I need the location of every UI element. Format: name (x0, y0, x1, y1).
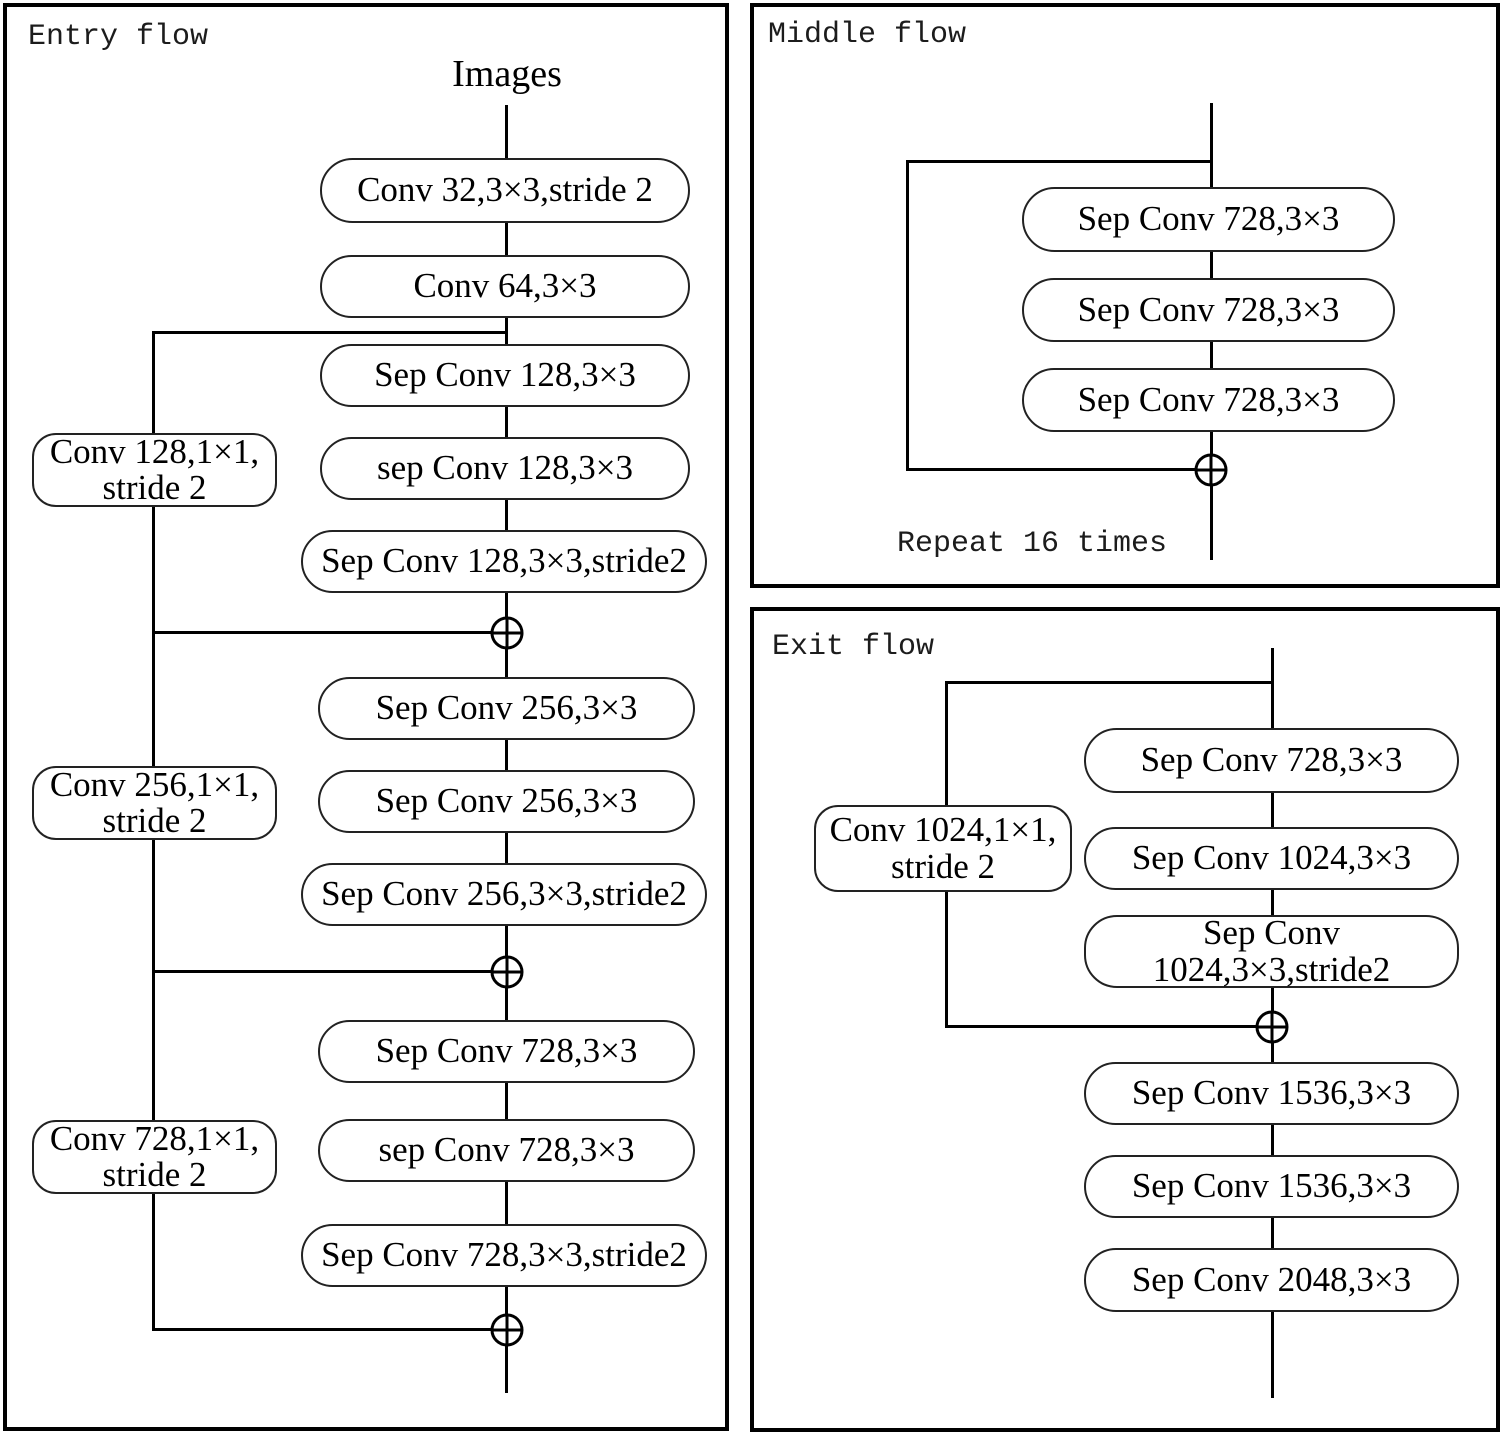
middle-sepconv728-box-3: Sep Conv 728,3×3 (1022, 368, 1395, 432)
exit-sepconv1024-stride2-line2: 1024,3×3,stride2 (1152, 949, 1391, 989)
middle-skip-rail-line (906, 160, 909, 470)
entry-merge-line-3 (152, 1328, 507, 1331)
exit-sepconv1536-box-1: Sep Conv 1536,3×3 (1084, 1062, 1459, 1125)
exit-skip-branch-line (945, 681, 1274, 684)
repeat-16-times-note: Repeat 16 times (897, 527, 1168, 561)
entry-sepconv256-label-1: Sep Conv 256,3×3 (375, 688, 638, 728)
entry-sepconv128-label-1: Sep Conv 128,3×3 (374, 355, 636, 395)
entry-sepconv728-stride2-label: Sep Conv 728,3×3,stride2 (321, 1235, 687, 1275)
entry-sepconv256-label-2: Sep Conv 256,3×3 (375, 781, 638, 821)
entry-sepconv728-box-1: Sep Conv 728,3×3 (318, 1020, 695, 1083)
entry-sepconv256-box-1: Sep Conv 256,3×3 (318, 677, 695, 740)
entry-residual-conv728-box: Conv 728,1×1, stride 2 (32, 1120, 277, 1194)
middle-flow-title: Middle flow (768, 18, 967, 52)
entry-conv64-box: Conv 64,3×3 (320, 255, 690, 318)
entry-sepconv128-box-1: Sep Conv 128,3×3 (320, 344, 690, 407)
middle-merge-line (906, 468, 1212, 471)
entry-add-icon-1 (490, 616, 524, 650)
entry-flow-panel (3, 3, 729, 1431)
entry-residual-conv128-box: Conv 128,1×1, stride 2 (32, 433, 277, 507)
entry-residual-conv728-line1: Conv 728,1×1, (49, 1118, 260, 1158)
entry-sepconv256-stride2-box: Sep Conv 256,3×3,stride2 (301, 863, 707, 926)
exit-sepconv1024-box: Sep Conv 1024,3×3 (1084, 827, 1459, 890)
entry-merge-line-2 (152, 970, 507, 973)
exit-merge-line (945, 1025, 1273, 1028)
entry-residual-conv128-line2: stride 2 (102, 468, 207, 507)
exit-sepconv1536-label-2: Sep Conv 1536,3×3 (1131, 1166, 1412, 1206)
exit-sepconv2048-box: Sep Conv 2048,3×3 (1084, 1248, 1459, 1312)
entry-sepconv128-stride2-label: Sep Conv 128,3×3,stride2 (321, 541, 687, 581)
exit-residual-conv1024-line2: stride 2 (890, 846, 995, 886)
entry-residual-conv128-line1: Conv 128,1×1, (49, 431, 260, 471)
middle-add-icon (1194, 453, 1228, 487)
entry-sepconv128-box-2: sep Conv 128,3×3 (320, 437, 690, 500)
exit-sepconv1024-stride2-box: Sep Conv 1024,3×3,stride2 (1084, 913, 1459, 989)
entry-conv32-label: Conv 32,3×3,stride 2 (357, 170, 653, 210)
entry-residual-conv256-line1: Conv 256,1×1, (49, 764, 260, 804)
entry-sepconv128-stride2-box: Sep Conv 128,3×3,stride2 (301, 530, 707, 593)
entry-main-flow-line (505, 105, 508, 1393)
middle-flow-panel (750, 3, 1500, 588)
middle-sepconv728-label-1: Sep Conv 728,3×3 (1077, 199, 1340, 239)
middle-sepconv728-label-3: Sep Conv 728,3×3 (1077, 379, 1340, 419)
entry-conv64-label: Conv 64,3×3 (413, 266, 597, 306)
entry-sepconv256-stride2-label: Sep Conv 256,3×3,stride2 (321, 874, 687, 914)
entry-sepconv256-box-2: Sep Conv 256,3×3 (318, 770, 695, 833)
entry-residual-conv728-line2: stride 2 (102, 1155, 207, 1194)
exit-sepconv1536-label-1: Sep Conv 1536,3×3 (1131, 1073, 1412, 1113)
entry-residual-conv256-line2: stride 2 (102, 801, 207, 840)
entry-sepconv128-label-2: sep Conv 128,3×3 (377, 448, 633, 488)
entry-flow-title: Entry flow (28, 20, 209, 54)
entry-conv32-box: Conv 32,3×3,stride 2 (320, 158, 690, 223)
entry-add-icon-2 (490, 955, 524, 989)
entry-sepconv728-stride2-box: Sep Conv 728,3×3,stride2 (301, 1224, 707, 1287)
middle-sepconv728-label-2: Sep Conv 728,3×3 (1077, 289, 1340, 329)
exit-residual-conv1024-box: Conv 1024,1×1, stride 2 (814, 805, 1072, 892)
exit-sepconv1024-label: Sep Conv 1024,3×3 (1131, 838, 1412, 878)
middle-sepconv728-box-1: Sep Conv 728,3×3 (1022, 187, 1395, 252)
middle-skip-branch-line (906, 160, 1213, 163)
exit-residual-conv1024-line1: Conv 1024,1×1, (829, 810, 1057, 850)
exit-sepconv728-label: Sep Conv 728,3×3 (1140, 740, 1403, 780)
entry-merge-line-1 (152, 631, 507, 634)
exit-flow-title: Exit flow (772, 630, 935, 664)
exit-sepconv2048-label: Sep Conv 2048,3×3 (1131, 1259, 1412, 1299)
images-input-label: Images (452, 53, 562, 95)
entry-sepconv728-label-2: sep Conv 728,3×3 (378, 1130, 635, 1170)
entry-sepconv728-box-2: sep Conv 728,3×3 (318, 1119, 695, 1182)
exit-flow-panel (750, 607, 1500, 1432)
exit-sepconv1536-box-2: Sep Conv 1536,3×3 (1084, 1155, 1459, 1218)
middle-sepconv728-box-2: Sep Conv 728,3×3 (1022, 278, 1395, 342)
entry-skip-branch-line (152, 331, 508, 334)
entry-residual-conv256-box: Conv 256,1×1, stride 2 (32, 766, 277, 840)
entry-add-icon-3 (490, 1313, 524, 1347)
exit-sepconv1024-stride2-line1: Sep Conv (1202, 913, 1341, 953)
entry-sepconv728-label-1: Sep Conv 728,3×3 (375, 1031, 638, 1071)
exit-sepconv728-box: Sep Conv 728,3×3 (1084, 728, 1459, 793)
exit-add-icon (1255, 1010, 1289, 1044)
